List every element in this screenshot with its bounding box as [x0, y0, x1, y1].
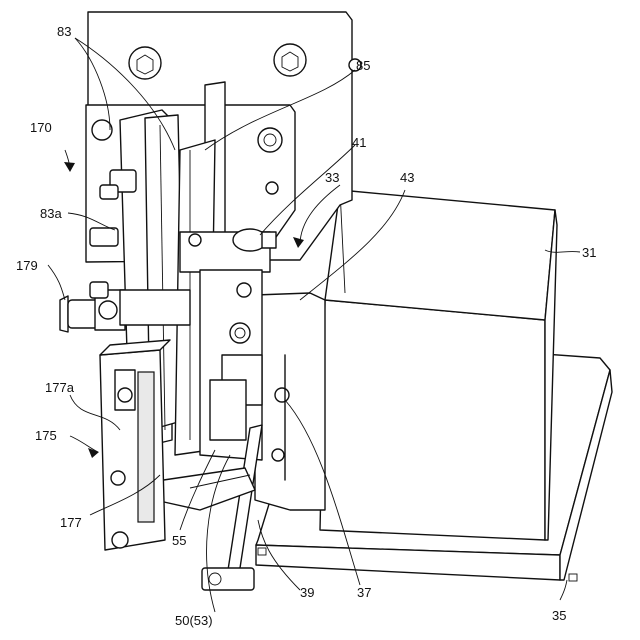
knob-assembly: [180, 229, 276, 272]
label-50-53: 50(53): [175, 613, 213, 628]
label-170: 170: [30, 120, 52, 135]
label-83a: 83a: [40, 206, 62, 221]
label-179: 179: [16, 258, 38, 273]
label-35: 35: [552, 608, 566, 623]
label-83: 83: [57, 24, 71, 39]
label-177: 177: [60, 515, 82, 530]
label-31: 31: [582, 245, 596, 260]
label-177a: 177a: [45, 380, 75, 395]
box-31: [320, 190, 557, 540]
label-55: 55: [172, 533, 186, 548]
label-175: 175: [35, 428, 57, 443]
label-37: 37: [357, 585, 371, 600]
label-43: 43: [400, 170, 414, 185]
label-41: 41: [352, 135, 366, 150]
label-39: 39: [300, 585, 314, 600]
cylinder-175: [100, 340, 170, 550]
label-85: 85: [356, 58, 370, 73]
label-33: 33: [325, 170, 339, 185]
